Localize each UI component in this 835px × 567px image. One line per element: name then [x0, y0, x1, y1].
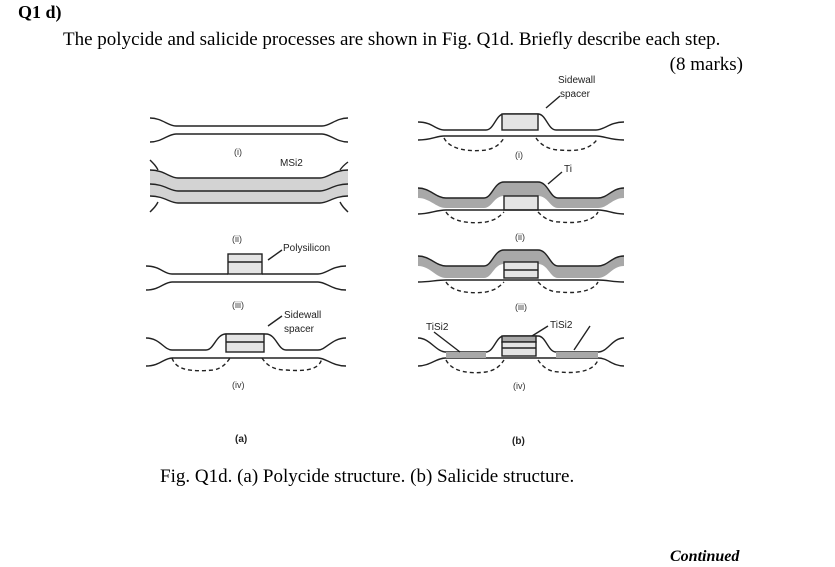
tisi2-left-annotation: TiSi2: [426, 322, 449, 333]
b-step-iii-anneal: [417, 249, 625, 294]
b-step-i-sidewall: [417, 95, 625, 152]
b-step-i-label: (i): [515, 150, 523, 160]
b-step-ii-label: (ii): [515, 232, 525, 242]
a-sidewall-annotation-line2: spacer: [284, 324, 315, 335]
continued-footer: Continued: [670, 548, 740, 565]
figure-caption: Fig. Q1d. (a) Polycide structure. (b) Sa…: [160, 466, 575, 487]
figure-q1d: (i) (ii) (iii) (iv) MSi2 Polysilicon Sid…: [145, 75, 625, 447]
msi2-annotation: MSi2: [280, 158, 303, 169]
question-number: Q1 d): [18, 2, 62, 22]
a-step-iii-polysilicon: [145, 249, 347, 291]
b-step-ii-ti: [417, 171, 625, 224]
b-step-iii-label: (iii): [515, 302, 527, 312]
a-step-iii-label: (iii): [232, 300, 244, 310]
a-step-ii-label: (ii): [232, 234, 242, 244]
b-step-iv-label: (iv): [513, 381, 526, 391]
a-step-ii-msi2: [149, 159, 349, 213]
b-labels: (i) (ii) (iii) (iv) Sidewall spacer Ti T…: [426, 75, 595, 447]
b-step-iv-tisi2: [417, 325, 625, 374]
a-step-i-wafer: [149, 117, 349, 143]
a-labels: (i) (ii) (iii) (iv) MSi2 Polysilicon Sid…: [232, 147, 330, 445]
b-sidewall-annotation-line2: spacer: [560, 89, 591, 100]
a-step-iv-sidewall: [145, 315, 347, 372]
a-step-iv-label: (iv): [232, 380, 245, 390]
a-step-i-label: (i): [234, 147, 242, 157]
tisi2-right-annotation: TiSi2: [550, 320, 573, 331]
b-sidewall-annotation-line1: Sidewall: [558, 75, 595, 86]
a-sidewall-annotation-line1: Sidewall: [284, 310, 321, 321]
question-text: The polycide and salicide processes are …: [63, 29, 721, 50]
polysilicon-annotation: Polysilicon: [283, 243, 330, 254]
part-a-label: (a): [235, 434, 247, 445]
part-b-label: (b): [512, 436, 525, 447]
ti-annotation: Ti: [564, 164, 572, 175]
question-marks: (8 marks): [669, 54, 743, 75]
